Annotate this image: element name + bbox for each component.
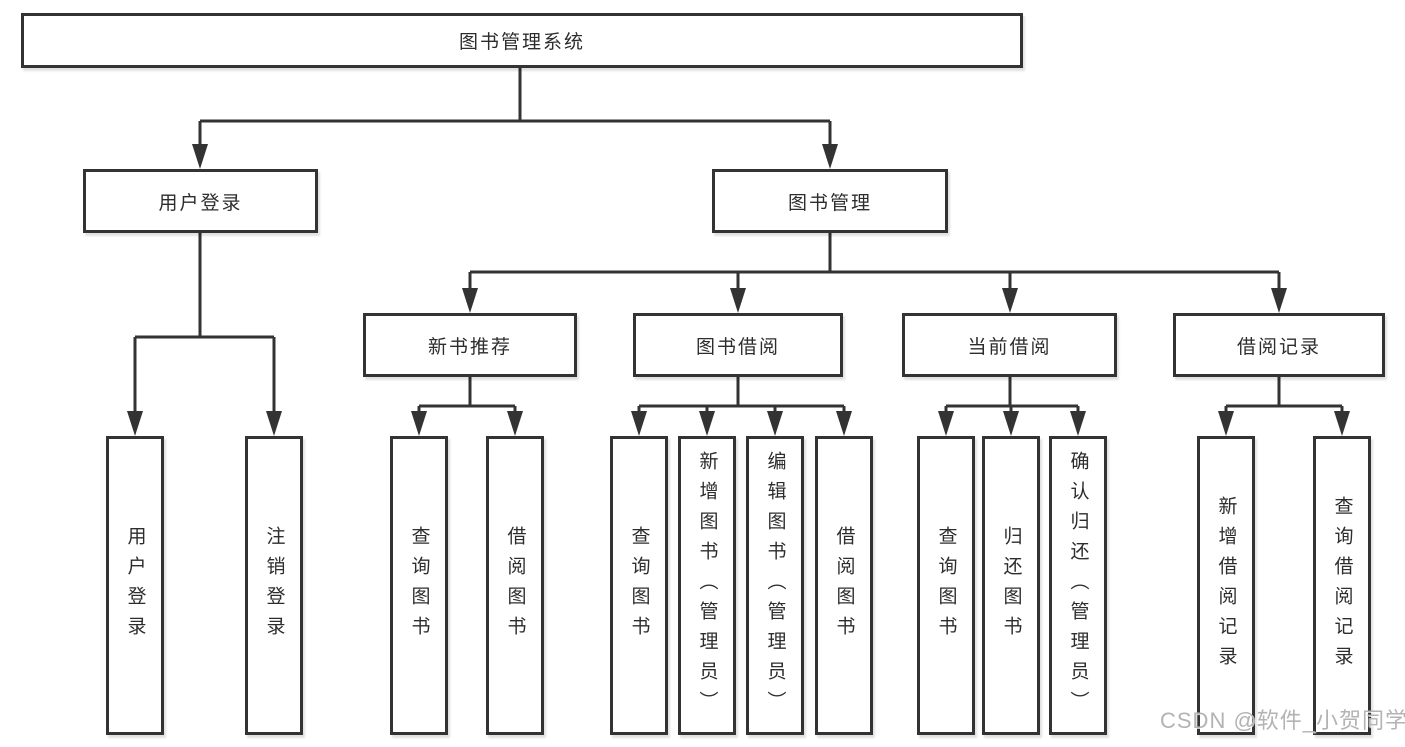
arrowhead	[730, 288, 746, 313]
connector-new-book-to-leaves	[417, 377, 517, 418]
node-library-management-system: 图书管理系统	[21, 13, 1023, 68]
node-label: 借阅记录	[1236, 336, 1321, 358]
arrowhead	[938, 411, 954, 436]
leaf-logout-login: 注销登录	[245, 436, 303, 735]
node-user-login: 用户登录	[83, 169, 318, 233]
leaf-query-books-borrow: 查询图书	[610, 436, 668, 735]
node-label: 图书借阅	[695, 336, 780, 358]
arrowhead	[411, 411, 427, 436]
connector-root-to-level2	[198, 68, 832, 150]
node-label: 新书推荐	[427, 336, 512, 358]
arrowhead	[699, 411, 715, 436]
node-label: 查询借阅记录	[1331, 495, 1353, 676]
node-new-book-recommendation: 新书推荐	[363, 313, 577, 377]
leaf-add-books-admin: 新增图书（管理员）	[678, 436, 736, 735]
node-borrowing-records: 借阅记录	[1173, 313, 1385, 377]
node-label: 注销登录	[263, 525, 285, 646]
node-current-borrowing: 当前借阅	[902, 313, 1117, 377]
csdn-watermark: CSDN @软件_小贺同学	[1160, 708, 1405, 733]
node-label: 图书管理	[787, 192, 872, 214]
node-book-management: 图书管理	[712, 169, 948, 233]
node-label: 查询图书	[408, 525, 430, 646]
leaf-confirm-return-admin: 确认归还（管理员）	[1049, 436, 1107, 735]
connector-borrow-record-to-leaves	[1224, 377, 1344, 418]
arrowhead	[1334, 411, 1350, 436]
node-book-borrowing: 图书借阅	[633, 313, 843, 377]
arrowhead	[1070, 411, 1086, 436]
arrowhead	[822, 144, 838, 169]
node-label: 新增借阅记录	[1215, 495, 1237, 676]
node-label: 用户登录	[158, 192, 243, 214]
leaf-borrow-books: 借阅图书	[815, 436, 873, 735]
node-label: 确认归还（管理员）	[1067, 450, 1089, 721]
node-label: 新增图书（管理员）	[696, 450, 718, 721]
node-label: 借阅图书	[833, 525, 855, 646]
arrowhead	[1218, 411, 1234, 436]
arrowhead	[1271, 288, 1287, 313]
connector-book-borrow-to-leaves	[637, 377, 846, 418]
leaf-query-books-current: 查询图书	[917, 436, 975, 735]
arrowhead	[192, 144, 208, 169]
node-label: 借阅图书	[504, 525, 526, 646]
leaf-query-borrow-record: 查询借阅记录	[1313, 436, 1371, 735]
arrowhead	[1002, 288, 1018, 313]
arrowhead	[462, 288, 478, 313]
arrowhead	[631, 411, 647, 436]
arrowhead	[1003, 411, 1019, 436]
node-label: 查询图书	[935, 525, 957, 646]
connector-book-management-to-level3	[468, 233, 1281, 295]
arrowhead	[127, 411, 143, 436]
connector-user-login-to-leaves	[133, 233, 276, 418]
arrowhead	[767, 411, 783, 436]
leaf-edit-books-admin: 编辑图书（管理员）	[746, 436, 804, 735]
leaf-return-books: 归还图书	[982, 436, 1040, 735]
leaf-user-login: 用户登录	[106, 436, 164, 735]
node-label: 编辑图书（管理员）	[764, 450, 786, 721]
node-label: 用户登录	[124, 525, 146, 646]
leaf-query-books-recommend: 查询图书	[390, 436, 448, 735]
arrowhead	[507, 411, 523, 436]
node-label: 图书管理系统	[458, 32, 585, 53]
leaf-borrow-books-recommend: 借阅图书	[486, 436, 544, 735]
arrowhead	[836, 411, 852, 436]
leaf-add-borrow-record: 新增借阅记录	[1197, 436, 1255, 735]
node-label: 当前借阅	[967, 336, 1052, 358]
arrowhead	[266, 411, 282, 436]
node-label: 查询图书	[628, 525, 650, 646]
node-label: 归还图书	[1000, 525, 1022, 646]
